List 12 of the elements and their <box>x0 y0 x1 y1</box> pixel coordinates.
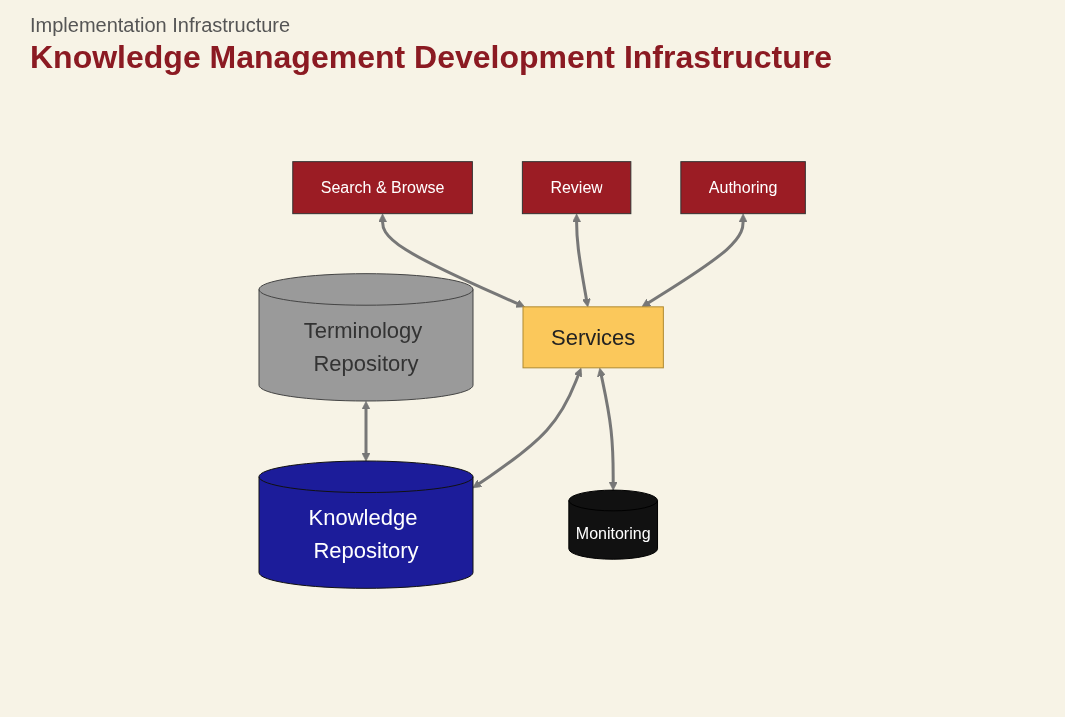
node-box: Review <box>522 161 632 215</box>
node-box: Search & Browse <box>292 161 474 215</box>
arrow <box>361 401 371 462</box>
slide-title: Knowledge Management Development Infrastructure <box>30 39 833 76</box>
arrow <box>641 213 748 308</box>
arrow <box>378 213 526 308</box>
node-box: Services <box>522 306 665 369</box>
node-box: Authoring <box>680 161 807 215</box>
arrow <box>572 213 592 308</box>
arrow <box>597 367 618 491</box>
slide-subtitle: Implementation Infrastructure <box>30 14 292 37</box>
arrow <box>472 367 583 489</box>
